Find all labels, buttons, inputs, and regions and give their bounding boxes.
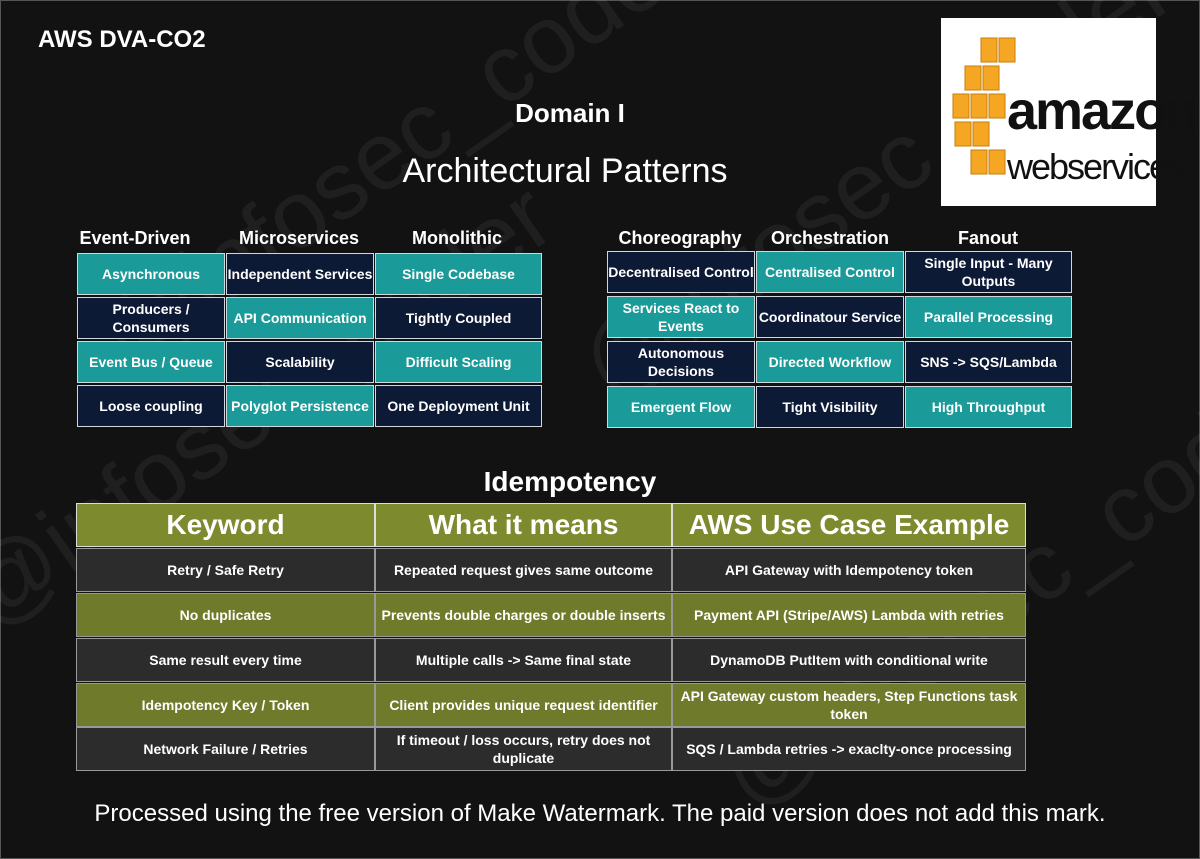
column-header: Event-Driven <box>79 228 191 248</box>
table-cell: No duplicates <box>76 593 375 637</box>
aws-logo: amazon webservices <box>941 18 1198 206</box>
table-cell: Client provides unique request identifie… <box>375 683 672 727</box>
table-cell: Decentralised Control <box>607 251 755 293</box>
logo-subtext: webservices <box>1007 146 1185 187</box>
domain-label: Domain I <box>515 98 625 128</box>
table-cell: Payment API (Stripe/AWS) Lambda with ret… <box>672 593 1026 637</box>
table-cell: API Gateway custom headers, Step Functio… <box>672 683 1026 727</box>
logo-text: amazon <box>1007 81 1198 141</box>
table-cell: Single Codebase <box>375 253 542 295</box>
table-cell: DynamoDB PutItem with conditional write <box>672 638 1026 682</box>
table-cell: Event Bus / Queue <box>77 341 225 383</box>
table-cell: Polyglot Persistence <box>226 385 374 427</box>
table-cell: One Deployment Unit <box>375 385 542 427</box>
column-header: Choreography <box>618 228 742 248</box>
table-cell: Autonomous Decisions <box>607 341 755 383</box>
table-cell: Loose coupling <box>77 385 225 427</box>
table-cell: Repeated request gives same outcome <box>375 548 672 592</box>
table-cell: API Gateway with Idempotency token <box>672 548 1026 592</box>
column-header: What it means <box>375 503 672 547</box>
table-cell: Single Input - Many Outputs <box>905 251 1072 293</box>
table-cell: Tight Visibility <box>756 386 904 428</box>
exam-label: AWS DVA-CO2 <box>38 26 206 53</box>
table-cell: Tightly Coupled <box>375 297 542 339</box>
table-cell: API Communication <box>226 297 374 339</box>
table-cell: Idempotency Key / Token <box>76 683 375 727</box>
table-cell: Parallel Processing <box>905 296 1072 338</box>
section-title: Idempotency <box>483 466 657 497</box>
page-title: Architectural Patterns <box>402 152 728 190</box>
table-cell: Prevents double charges or double insert… <box>375 593 672 637</box>
table-cell: Asynchronous <box>77 253 225 295</box>
table-cell: SNS -> SQS/Lambda <box>905 341 1072 383</box>
table-cell: Directed Workflow <box>756 341 904 383</box>
column-header: Monolithic <box>412 228 502 248</box>
table-cell: Producers / Consumers <box>77 297 225 339</box>
table-cell: Network Failure / Retries <box>76 727 375 771</box>
column-header: Microservices <box>238 228 360 248</box>
table-cell: Multiple calls -> Same final state <box>375 638 672 682</box>
column-header: Orchestration <box>770 228 890 248</box>
table-cell: Scalability <box>226 341 374 383</box>
table-cell: Services React to Events <box>607 296 755 338</box>
table-cell: High Throughput <box>905 386 1072 428</box>
aws-cubes-icon <box>952 37 1016 175</box>
table-cell: Coordinatour Service <box>756 296 904 338</box>
table-cell: Centralised Control <box>756 251 904 293</box>
table-cell: If timeout / loss occurs, retry does not… <box>375 727 672 771</box>
table-cell: Difficult Scaling <box>375 341 542 383</box>
table-cell: Retry / Safe Retry <box>76 548 375 592</box>
footer-notice: Processed using the free version of Make… <box>94 800 1106 827</box>
table-cell: Same result every time <box>76 638 375 682</box>
column-header: AWS Use Case Example <box>672 503 1026 547</box>
column-header: Keyword <box>76 503 375 547</box>
table-cell: Emergent Flow <box>607 386 755 428</box>
table-cell: SQS / Lambda retries -> exaclty-once pro… <box>672 727 1026 771</box>
table-cell: Independent Services <box>226 253 374 295</box>
column-header: Fanout <box>958 228 1018 248</box>
